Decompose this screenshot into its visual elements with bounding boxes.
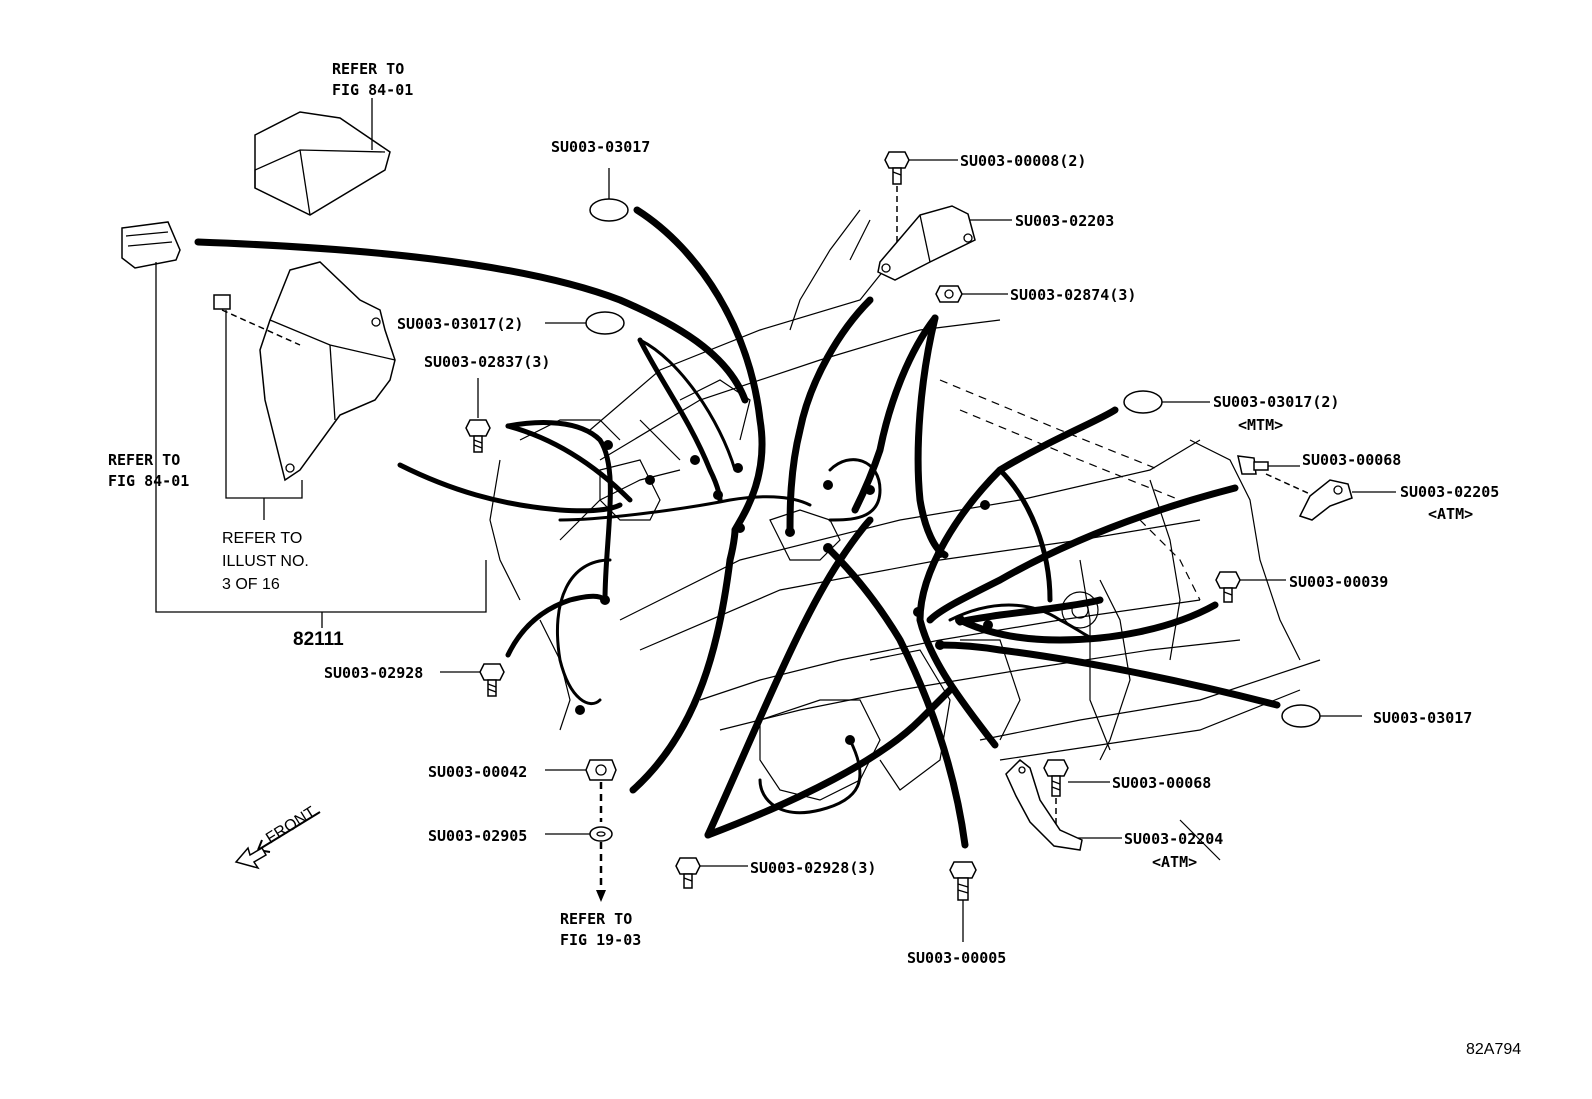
- callout-su003-00005: SU003-00005: [907, 949, 1006, 967]
- bolt-00068-bottom: [1043, 759, 1069, 797]
- bolt-00039: [1215, 571, 1241, 603]
- callout-su003-00008: SU003-00008(2): [960, 152, 1086, 170]
- callout-su003-03017-2-left: SU003-03017(2): [397, 315, 523, 333]
- front-label: FRONT: [263, 804, 319, 848]
- callout-su003-03017-right: SU003-03017: [1373, 709, 1472, 727]
- callout-su003-02837: SU003-02837(3): [424, 353, 550, 371]
- wire-harness: [194, 206, 1281, 849]
- callout-su003-03017-top: SU003-03017: [551, 138, 650, 156]
- bolt-00008: [884, 151, 910, 185]
- grommet-ovals: [585, 198, 1321, 728]
- labels: REFER TO FIG 84-01 REFER TO FIG 84-01 RE…: [108, 60, 1521, 1058]
- refer-fig84-left-line1: REFER TO: [108, 451, 180, 469]
- callout-su003-02928-left: SU003-02928: [324, 664, 423, 682]
- dashed-leader: [221, 309, 301, 346]
- bracket-02203: [877, 205, 976, 281]
- refer-fig84-top-line2: FIG 84-01: [332, 81, 413, 99]
- bracket-82111-leaders: [155, 262, 487, 628]
- front-arrow: [234, 811, 321, 870]
- callout-su003-00068-top: SU003-00068: [1302, 451, 1401, 469]
- refer-illust-line2: ILLUST NO.: [222, 553, 309, 570]
- part-number-82111: 82111: [293, 629, 344, 650]
- bracket-02204: [1005, 758, 1083, 851]
- callout-atm-2: <ATM>: [1152, 853, 1197, 871]
- bolt-02928-3: [675, 857, 701, 889]
- washer-02905: [589, 826, 613, 842]
- callout-su003-02204: SU003-02204: [1124, 830, 1223, 848]
- refer-fig19-line2: FIG 19-03: [560, 931, 641, 949]
- callout-atm-1: <ATM>: [1428, 505, 1473, 523]
- callout-su003-00039: SU003-00039: [1289, 573, 1388, 591]
- relay-block: [259, 261, 396, 482]
- bolt-00068-top: [1237, 455, 1269, 475]
- callout-su003-02928-3: SU003-02928(3): [750, 859, 876, 877]
- connector-block: [121, 221, 181, 269]
- callout-su003-02874: SU003-02874(3): [1010, 286, 1136, 304]
- callout-su003-02905: SU003-02905: [428, 827, 527, 845]
- engine-bay-body: [489, 209, 1321, 861]
- callout-su003-02205: SU003-02205: [1400, 483, 1499, 501]
- arrow-head: [596, 890, 606, 902]
- refer-illust-line1: REFER TO: [222, 530, 302, 547]
- relay-block-cover: [254, 111, 391, 216]
- bolt-00005: [949, 861, 977, 901]
- nut-00042: [585, 759, 617, 781]
- small-connector: [213, 294, 231, 310]
- refer-illust-line3: 3 OF 16: [222, 576, 280, 593]
- dashed-leader: [1265, 473, 1311, 495]
- bolt-02928-left: [479, 663, 505, 697]
- callout-su003-00042: SU003-00042: [428, 763, 527, 781]
- bolt-02837: [465, 419, 491, 453]
- nut-02874: [935, 285, 963, 303]
- callout-mtm: <MTM>: [1238, 416, 1283, 434]
- refer-fig19-line1: REFER TO: [560, 910, 632, 928]
- callout-su003-02203: SU003-02203: [1015, 212, 1114, 230]
- callout-su003-03017-2-right: SU003-03017(2): [1213, 393, 1339, 411]
- callout-su003-00068-bottom: SU003-00068: [1112, 774, 1211, 792]
- bracket-02205: [1298, 479, 1353, 521]
- figure-code: 82A794: [1466, 1041, 1521, 1058]
- refer-fig84-top-line1: REFER TO: [332, 60, 404, 78]
- refer-fig84-left-line2: FIG 84-01: [108, 472, 189, 490]
